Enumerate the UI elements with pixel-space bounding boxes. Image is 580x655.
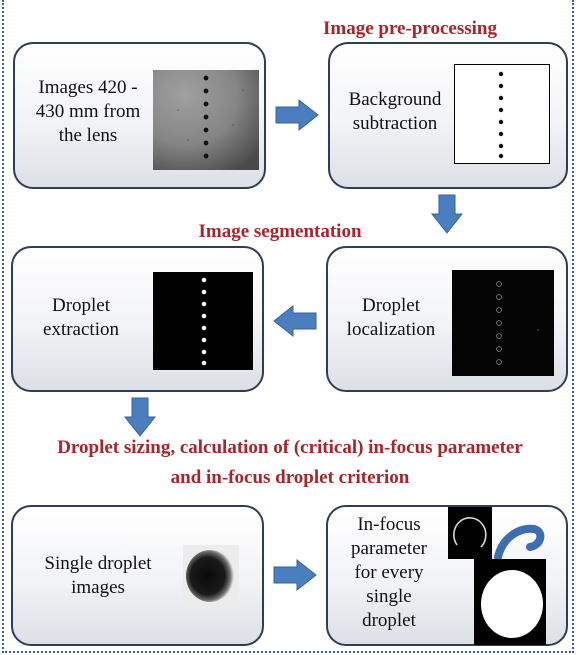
heading-image-preprocessing: Image pre-processing [323, 18, 497, 39]
label-line: images [71, 577, 125, 598]
arrow-left-icon [273, 304, 317, 338]
droplet-edge-thumbnail [448, 507, 492, 559]
heading-droplet-sizing: Droplet sizing, calculation of (critical… [0, 436, 580, 490]
label-line: 430 mm from [35, 101, 141, 122]
binary-droplet-thumbnail [474, 559, 546, 645]
arrow-down-icon [123, 397, 157, 437]
localized-droplets-thumbnail [452, 270, 554, 376]
label-line: for every [354, 562, 424, 583]
label-line: subtraction [352, 113, 438, 134]
box-in-focus-parameter-label: In-focus parameter for every single drop… [334, 513, 444, 633]
box-droplet-extraction-label: Droplet extraction [21, 294, 141, 342]
label-line: Droplet [51, 295, 111, 316]
curved-arrow-icon [494, 524, 545, 561]
label-line: In-focus [357, 514, 421, 535]
label-line: droplet [362, 610, 416, 631]
arrow-right-icon [273, 558, 317, 592]
box-raw-images-label: Images 420 - 430 mm from the lens [21, 76, 155, 148]
heading-line: and in-focus droplet criterion [170, 467, 410, 488]
label-line: parameter [351, 538, 427, 559]
box-background-subtraction-label: Background subtraction [334, 88, 456, 136]
label-line: extraction [43, 319, 119, 340]
label-line: Droplet [361, 295, 421, 316]
arrow-down-icon [430, 194, 464, 234]
heading-image-segmentation: Image segmentation [198, 221, 362, 242]
heading-line: Droplet sizing, calculation of (critical… [57, 437, 523, 458]
label-line: the lens [58, 125, 118, 146]
box-droplet-extraction: Droplet extraction [11, 246, 264, 392]
label-line: single [366, 586, 412, 607]
label-line: Background [348, 89, 442, 110]
box-raw-images: Images 420 - 430 mm from the lens [13, 42, 266, 189]
box-background-subtraction: Background subtraction [328, 42, 568, 189]
label-line: Single droplet [44, 553, 152, 574]
box-droplet-localization: Droplet localization [326, 246, 568, 392]
label-line: localization [346, 319, 436, 340]
arrow-right-icon [275, 98, 319, 132]
box-in-focus-parameter: In-focus parameter for every single drop… [326, 505, 568, 646]
subtracted-image-thumbnail [454, 64, 550, 164]
box-single-droplet-images-label: Single droplet images [23, 552, 173, 600]
raw-image-thumbnail [153, 70, 259, 170]
box-single-droplet-images: Single droplet images [11, 505, 264, 646]
extracted-droplets-thumbnail [153, 272, 253, 370]
single-droplet-thumbnail [183, 545, 239, 607]
box-droplet-localization-label: Droplet localization [332, 294, 450, 342]
label-line: Images 420 - [38, 77, 138, 98]
